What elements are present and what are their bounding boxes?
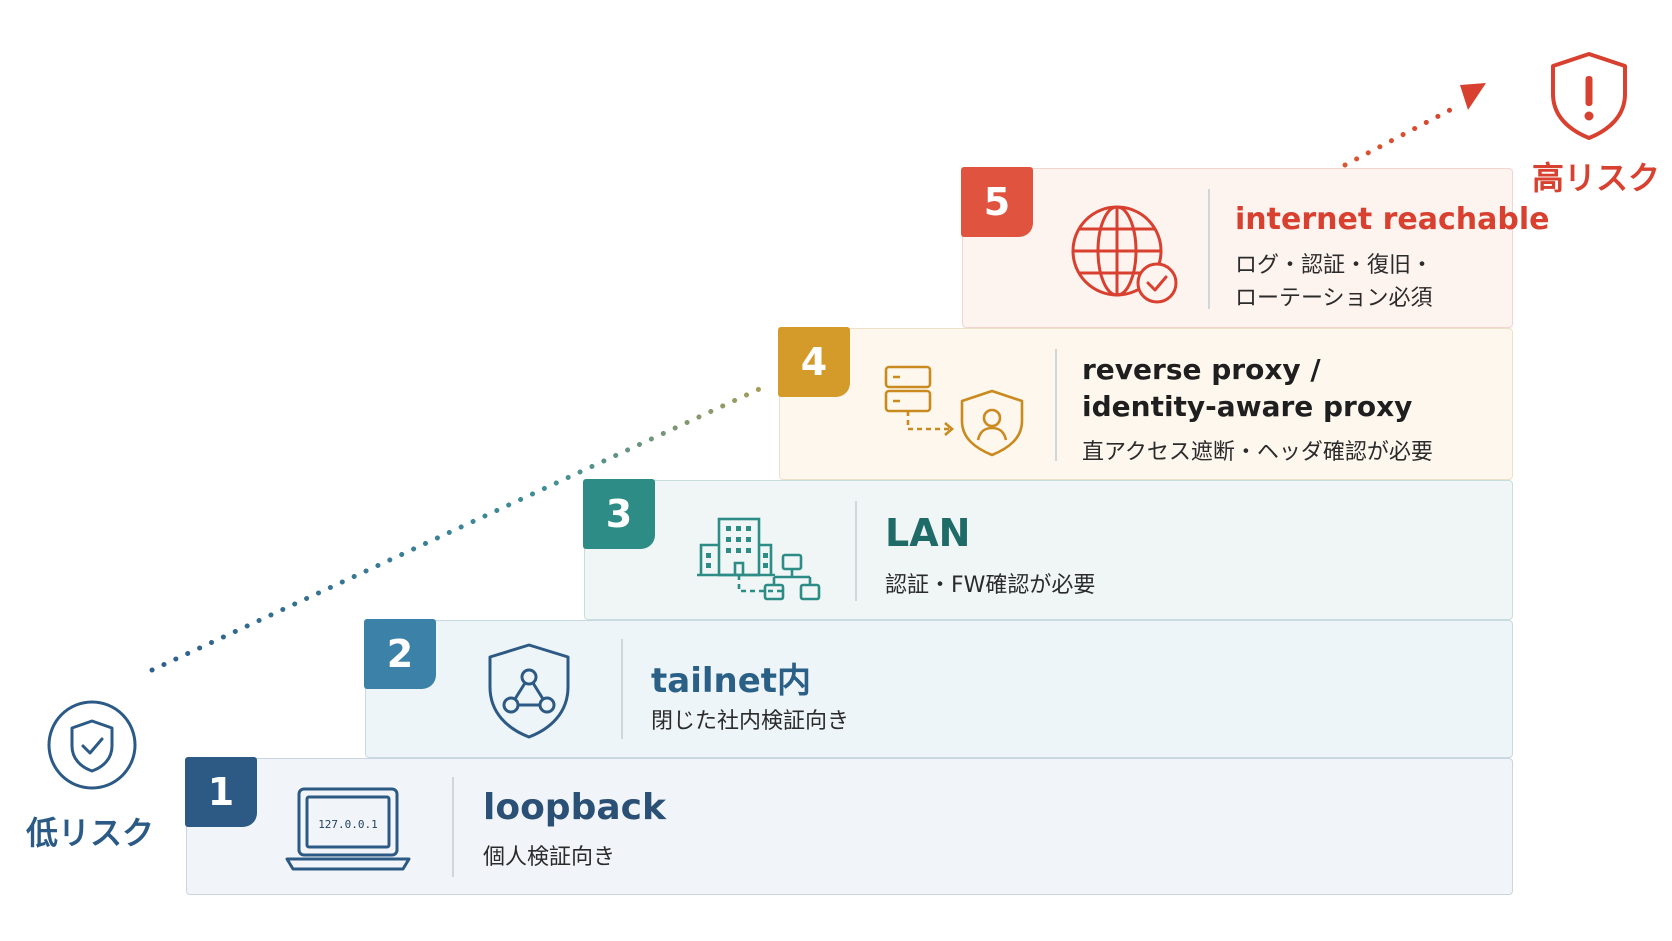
step-4-title-line-2: identity-aware proxy [1082,390,1413,423]
step-5-description: ログ・認証・復旧・ ローテーション必須 [1235,249,1433,315]
step-2-badge: 2 [364,619,436,689]
step-1-title: loopback [483,787,666,828]
high-risk-label: 高リスク [1532,159,1661,197]
step-2-title: tailnet内 [651,661,812,701]
step-5-badge: 5 [961,167,1033,237]
step-3-lan: 3 LAN 認証・FW確認が必要 [583,479,1513,620]
step-4-reverse-proxy: 4 reverse proxy / identity-aware proxy 直… [778,327,1513,480]
step-5-title: internet reachable [1235,202,1550,237]
step-4-title-line-1: reverse proxy / [1082,353,1321,386]
step-4-description: 直アクセス遮断・ヘッダ確認が必要 [1082,440,1433,465]
server-shield-user-icon [884,365,1024,457]
step-2-divider [621,639,623,739]
step-3-description: 認証・FW確認が必要 [885,573,1096,598]
building-network-icon [697,517,821,601]
low-risk-shield-icon [47,700,137,790]
step-3-divider [855,501,857,601]
globe-check-icon [1071,205,1178,304]
step-3-badge: 3 [583,479,655,549]
step-3-title: LAN [885,511,971,555]
step-5-description-line-2: ローテーション必須 [1235,286,1433,311]
step-1-description: 個人検証向き [483,845,616,870]
laptop-screen-address: 127.0.0.1 [318,818,378,831]
laptop-icon [285,787,411,871]
low-risk-label: 低リスク [26,814,155,852]
step-5-description-line-1: ログ・認証・復旧・ [1235,253,1434,278]
shield-network-icon [488,643,570,739]
step-4-badge: 4 [778,327,850,397]
step-2-tailnet: 2 tailnet内 閉じた社内検証向き [364,619,1513,758]
step-2-description: 閉じた社内検証向き [651,709,850,734]
step-4-title: reverse proxy / identity-aware proxy [1082,351,1412,425]
step-1-divider [452,777,454,877]
step-4-divider [1055,349,1057,461]
step-5-internet-reachable: 5 internet reachable ログ・認証・復旧・ ローテーション必須 [961,167,1550,328]
step-1-badge: 1 [185,757,257,827]
high-risk-alert-shield-icon [1551,52,1627,140]
arrow-head-icon [1460,83,1486,110]
step-5-divider [1208,189,1210,309]
step-1-loopback: 1 127.0.0.1 loopback 個人検証向き [185,757,1513,895]
